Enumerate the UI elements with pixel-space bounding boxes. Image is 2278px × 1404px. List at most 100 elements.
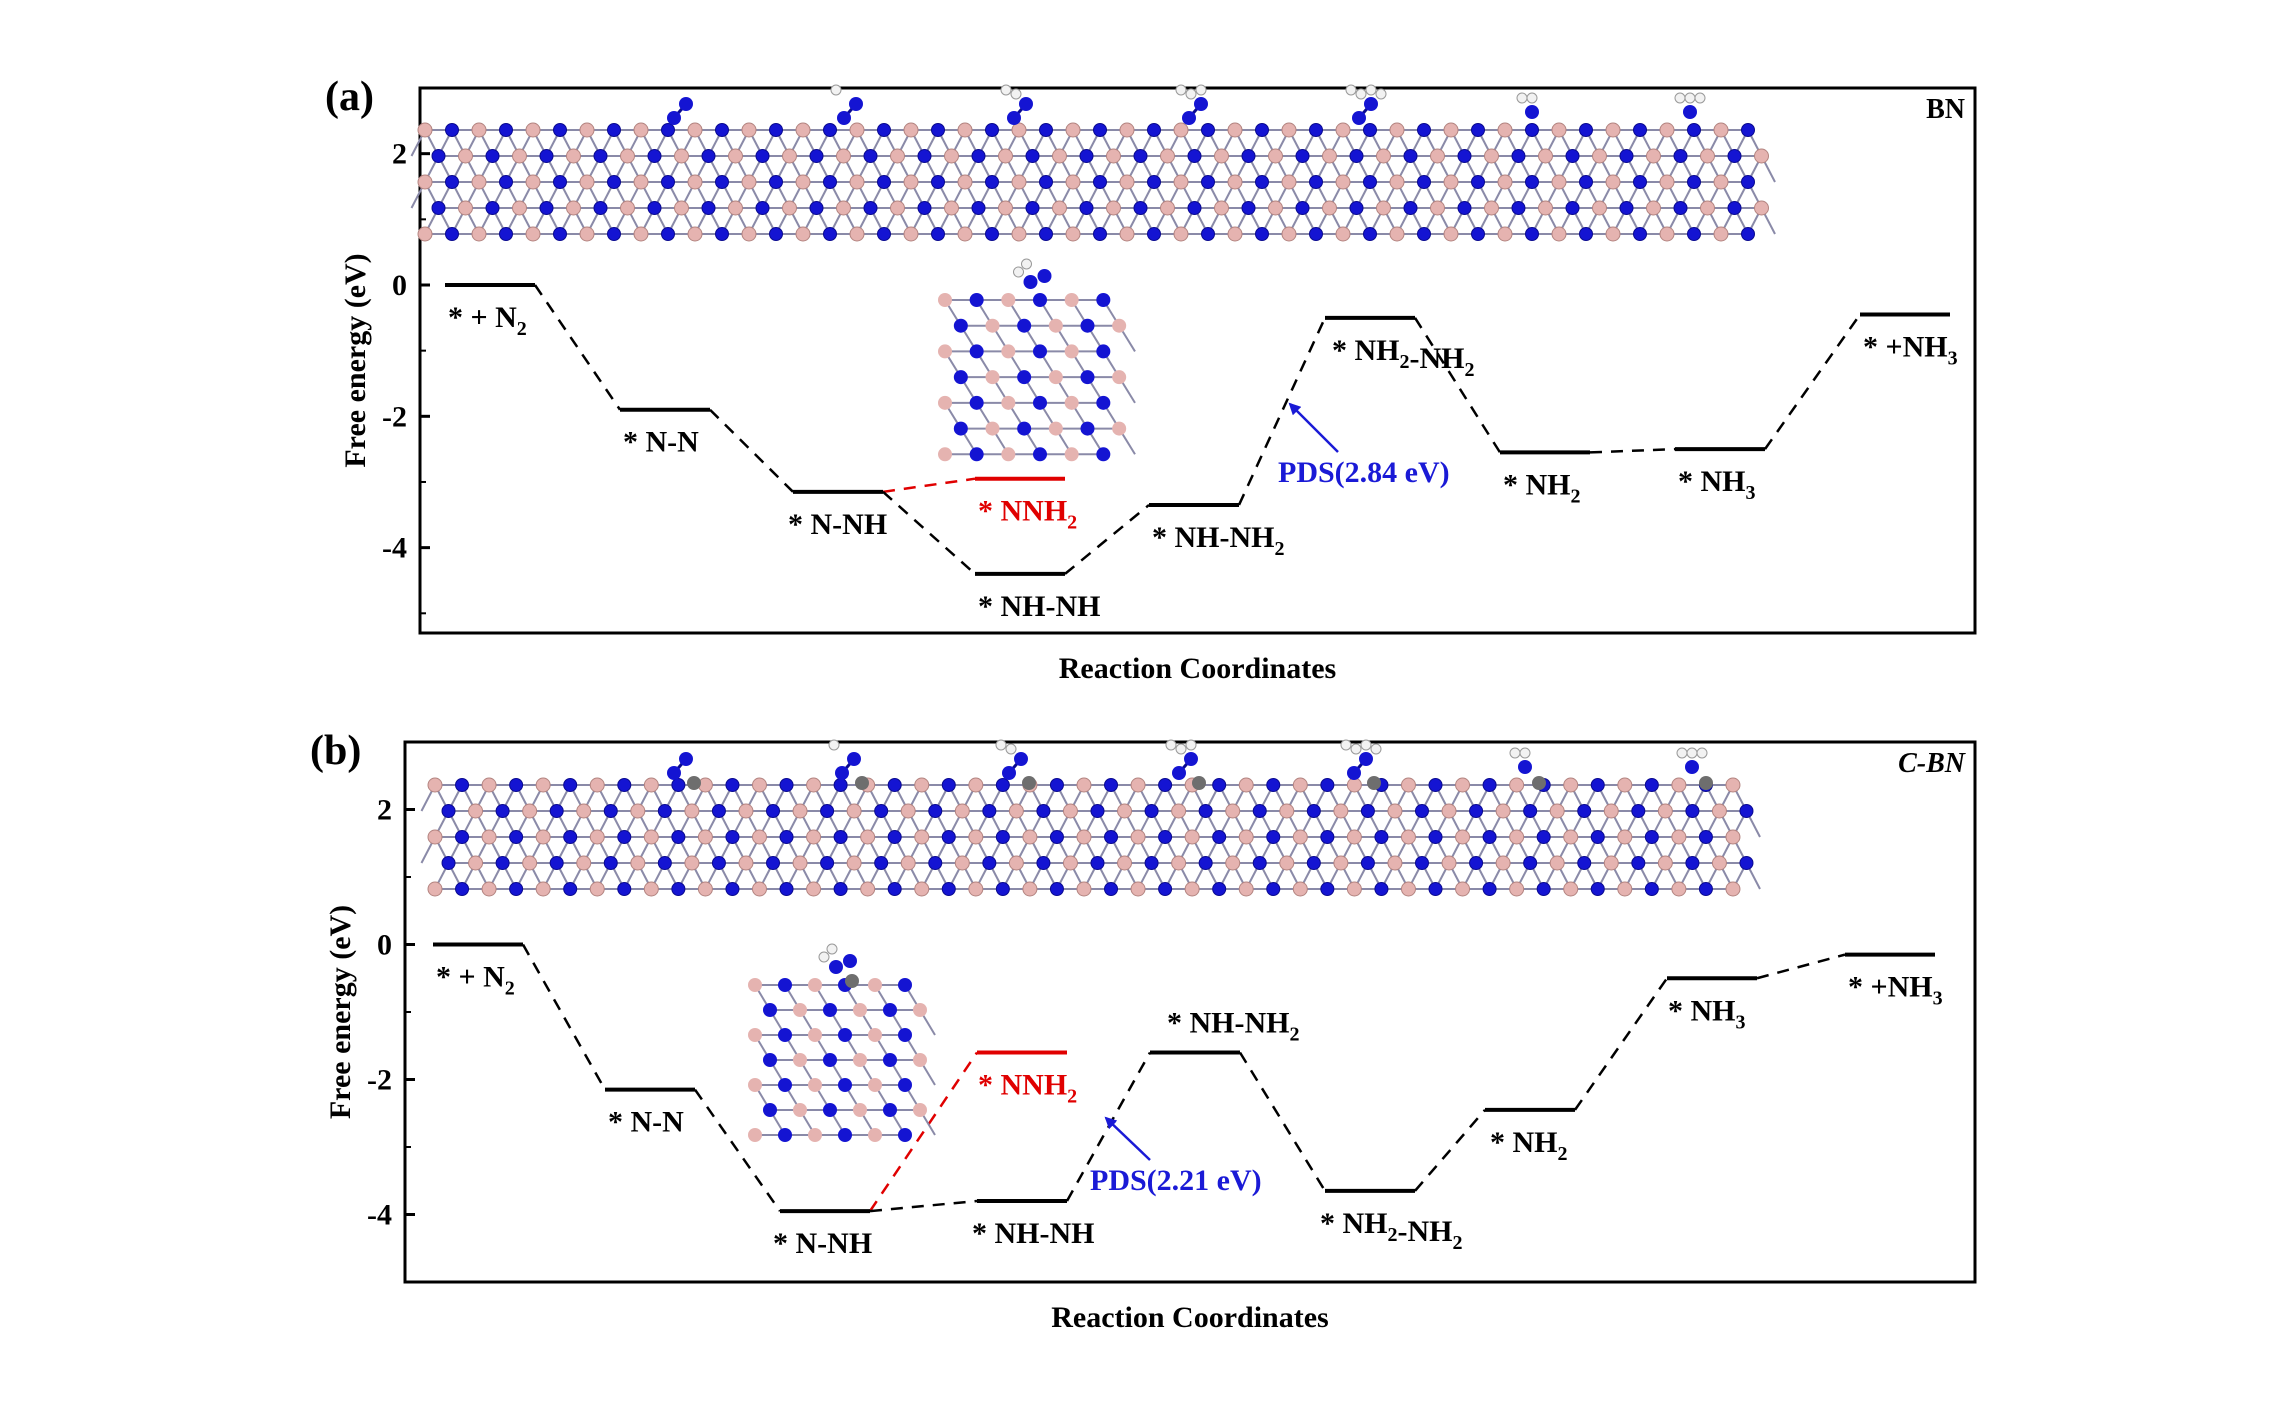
nitrogen-atom — [1525, 123, 1539, 137]
boron-atom — [1117, 855, 1133, 871]
boron-atom — [938, 447, 952, 462]
boron-atom — [630, 855, 646, 871]
nitrogen-atom — [763, 1003, 777, 1017]
pathway-connector — [882, 477, 976, 494]
boron-atom — [1065, 174, 1081, 190]
boron-atom — [684, 803, 700, 819]
boron-atom — [1001, 447, 1016, 462]
nitrogen-atom — [1025, 149, 1040, 163]
nitrogen-atom — [969, 447, 984, 462]
boron-atom — [748, 1078, 762, 1092]
boron-atom — [1754, 200, 1769, 216]
boron-atom — [1657, 803, 1673, 819]
nitrogen-atom — [495, 856, 510, 870]
boron-atom — [968, 829, 984, 845]
nitrogen-atom — [835, 766, 849, 780]
nitrogen-atom — [1536, 882, 1551, 896]
hydrogen-atom — [1519, 747, 1531, 759]
nitrogen-atom — [445, 227, 459, 241]
nitrogen-atom — [1741, 175, 1755, 189]
adsorbate-molecule — [667, 752, 701, 790]
pathway-connector — [882, 490, 976, 575]
nitrogen-atom — [941, 882, 956, 896]
boron-atom — [1509, 829, 1525, 845]
boron-atom — [860, 881, 876, 897]
hydrogen-atom — [1000, 84, 1012, 96]
nitrogen-atom — [1633, 227, 1647, 241]
nitrogen-atom — [755, 149, 770, 163]
nitrogen-atom — [1511, 201, 1526, 215]
boron-atom — [741, 174, 757, 190]
nitrogen-atom — [1428, 830, 1443, 844]
boron-atom — [1011, 122, 1027, 138]
boron-atom — [1064, 395, 1079, 410]
boron-atom — [566, 200, 581, 216]
state-label: * NH-NH — [972, 1217, 1095, 1250]
nitrogen-atom — [1212, 830, 1227, 844]
boron-atom — [1551, 174, 1567, 190]
boron-atom — [1119, 174, 1135, 190]
nitrogen-atom — [829, 960, 843, 974]
boron-atom — [1335, 226, 1351, 242]
y-tick-label: -4 — [367, 1199, 392, 1232]
boron-atom — [481, 777, 497, 793]
boron-atom — [890, 200, 905, 216]
nitrogen-atom — [1360, 856, 1375, 870]
hydrogen-atom — [1350, 743, 1362, 755]
nitrogen-atom — [499, 123, 513, 137]
nitrogen-atom — [779, 830, 794, 844]
boron-atom — [968, 881, 984, 897]
boron-atom — [1389, 122, 1405, 138]
nitrogen-atom — [509, 778, 524, 792]
y-tick-label: -2 — [382, 400, 407, 433]
hydrogen-atom — [1509, 747, 1521, 759]
boron-atom — [1671, 881, 1687, 897]
nitrogen-atom — [1033, 293, 1047, 307]
pathway-connector — [1756, 953, 1846, 980]
boron-atom — [1130, 881, 1146, 897]
nitrogen-atom — [1212, 882, 1227, 896]
hydrogen-atom — [1340, 739, 1352, 751]
nitrogen-atom — [1698, 830, 1713, 844]
boron-atom — [793, 1103, 807, 1117]
boron-atom — [1214, 148, 1229, 164]
boron-atom — [471, 174, 487, 190]
boron-atom — [968, 777, 984, 793]
boron-atom — [748, 1028, 762, 1042]
state-label: * NH-NH — [978, 590, 1101, 623]
boron-atom — [1563, 881, 1579, 897]
boron-atom — [687, 122, 703, 138]
nitrogen-atom — [928, 804, 943, 818]
boron-atom — [1713, 226, 1729, 242]
adsorbate-molecule — [1516, 92, 1539, 119]
nitrogen-atom — [941, 830, 956, 844]
y-tick-label: 2 — [377, 794, 392, 827]
nitrogen-atom — [553, 123, 567, 137]
nitrogen-atom — [1036, 856, 1051, 870]
nitrogen-atom — [820, 856, 835, 870]
nitrogen-atom — [779, 778, 794, 792]
boron-atom — [728, 148, 743, 164]
nitrogen-atom — [1687, 123, 1701, 137]
nitrogen-atom — [1417, 123, 1431, 137]
boron-atom — [1106, 200, 1121, 216]
boron-atom — [1700, 148, 1715, 164]
boron-atom — [1119, 226, 1135, 242]
nitrogen-atom — [1104, 778, 1119, 792]
boron-atom — [792, 855, 808, 871]
boron-atom — [417, 122, 433, 138]
nitrogen-atom — [1147, 123, 1161, 137]
boron-atom — [1455, 829, 1471, 845]
nitrogen-atom — [1172, 766, 1186, 780]
boron-atom — [471, 122, 487, 138]
boron-atom — [1173, 174, 1189, 190]
nitrogen-atom — [1525, 105, 1539, 119]
adsorbate-molecule — [995, 739, 1036, 790]
boron-atom — [1441, 803, 1457, 819]
boron-atom — [1130, 777, 1146, 793]
boron-atom — [1551, 122, 1567, 138]
nitrogen-atom — [1352, 111, 1366, 125]
nitrogen-atom — [931, 227, 945, 241]
nitrogen-atom — [1198, 804, 1213, 818]
